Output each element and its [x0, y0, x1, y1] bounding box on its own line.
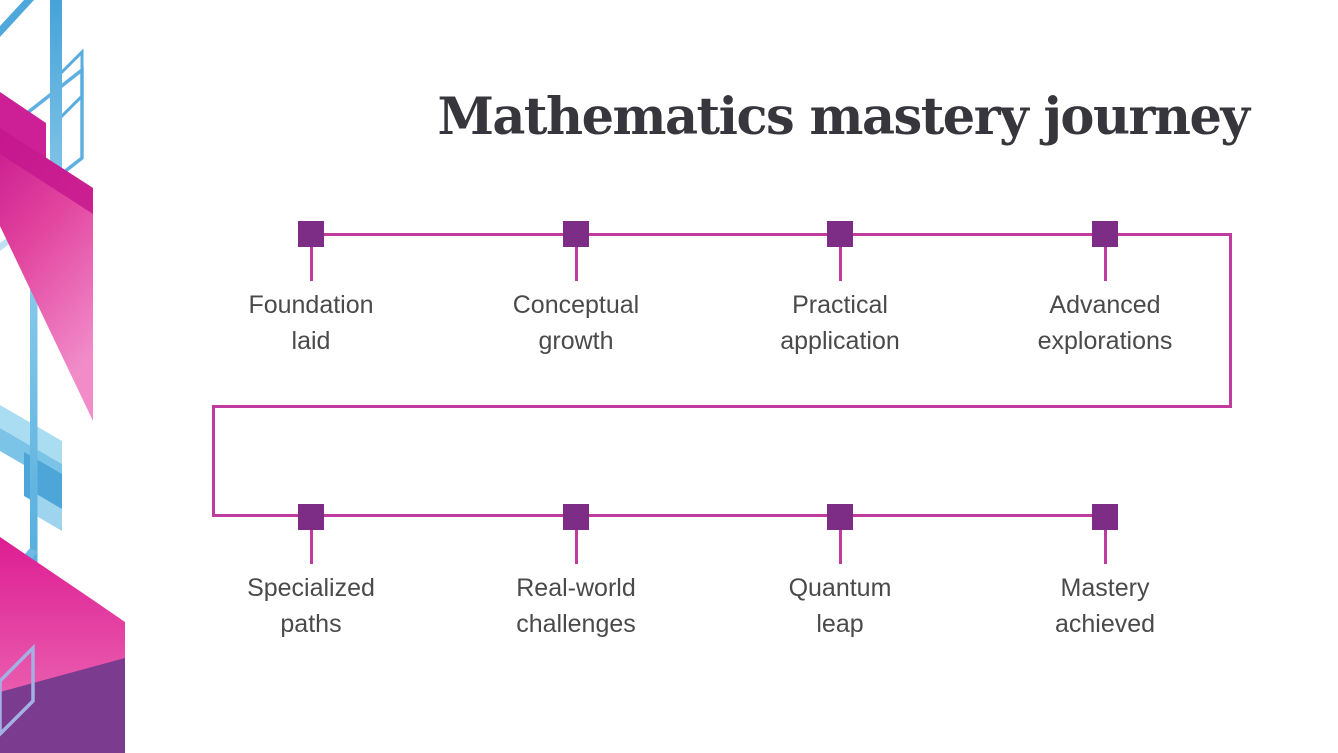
milestone-label-line: leap [816, 610, 864, 638]
slide-title: Mathematics mastery journey [437, 87, 1250, 147]
milestone-marker [563, 221, 589, 247]
milestone-tick [574, 530, 578, 564]
milestone-marker [298, 221, 324, 247]
milestone-quantum-leap: Quantum leap [730, 504, 950, 642]
milestone-marker [827, 221, 853, 247]
milestone-tick [309, 530, 313, 564]
milestone-marker [827, 504, 853, 530]
milestone-label-line: paths [280, 610, 342, 638]
milestone-label-line: Foundation [248, 291, 374, 319]
decor-pink-slab-upper [0, 128, 93, 421]
milestone-label-line: Real-world [516, 574, 636, 602]
milestone-label-line: Conceptual [512, 291, 640, 319]
milestone-label-line: laid [291, 327, 331, 355]
milestone-tick [838, 247, 842, 281]
milestone-tick [838, 530, 842, 564]
milestone-real-world-challenges: Real-world challenges [466, 504, 686, 642]
milestone-label-line: application [780, 327, 900, 355]
milestone-label-line: explorations [1037, 327, 1173, 355]
milestone-marker [563, 504, 589, 530]
milestone-label: Quantum leap [730, 570, 950, 642]
timeline-line-right-vert [1229, 233, 1232, 408]
milestone-specialized-paths: Specialized paths [201, 504, 421, 642]
milestone-foundation-laid: Foundation laid [201, 221, 421, 359]
milestone-label: Foundation laid [201, 287, 421, 359]
timeline-line-middle [212, 405, 1232, 408]
timeline-line-row2 [212, 514, 1108, 517]
decor-hash-band-4 [33, 492, 62, 531]
milestone-mastery-achieved: Mastery achieved [995, 504, 1215, 642]
milestone-tick [574, 247, 578, 281]
milestone-label-line: Advanced [1049, 291, 1161, 319]
milestone-label: Real-world challenges [466, 570, 686, 642]
milestone-marker [298, 504, 324, 530]
decor-vertical-bar-low [30, 238, 38, 568]
milestone-label-line: challenges [516, 610, 636, 638]
milestone-label: Conceptual growth [466, 287, 686, 359]
milestone-label: Specialized paths [201, 570, 421, 642]
timeline-line-row1 [311, 233, 1232, 236]
milestone-label: Mastery achieved [995, 570, 1215, 642]
milestone-label-line: Mastery [1060, 574, 1150, 602]
milestone-tick [1103, 247, 1107, 281]
timeline-line-left-vert [212, 405, 215, 517]
milestone-marker [1092, 504, 1118, 530]
milestone-label-line: Practical [792, 291, 888, 319]
decor-diagonal-top [0, 0, 34, 37]
milestone-label-line: growth [538, 327, 614, 355]
milestone-practical-application: Practical application [730, 221, 950, 359]
decor-purple-band-bottom [0, 658, 125, 753]
milestone-label: Advanced explorations [995, 287, 1215, 359]
milestone-label-line: Specialized [247, 574, 375, 602]
milestone-advanced-explorations: Advanced explorations [995, 221, 1215, 359]
milestone-conceptual-growth: Conceptual growth [466, 221, 686, 359]
milestone-label-line: achieved [1054, 610, 1156, 638]
decor-pink-flag [0, 92, 46, 160]
milestone-marker [1092, 221, 1118, 247]
left-decoration-graphic [0, 0, 125, 753]
decor-outline-rhombus-bottom [0, 643, 35, 737]
milestone-label: Practical application [730, 287, 950, 359]
milestone-label-line: Quantum [788, 574, 892, 602]
decor-pink-slab-upper-band [0, 128, 93, 214]
milestone-tick [309, 247, 313, 281]
milestone-tick [1103, 530, 1107, 564]
